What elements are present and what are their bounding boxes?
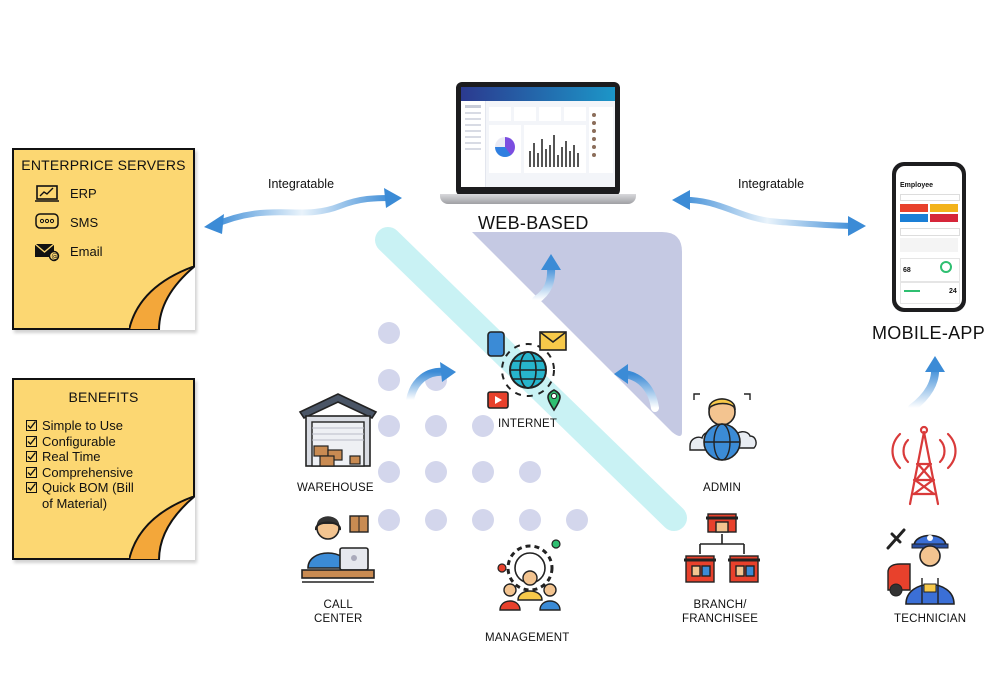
- note-fold-corner: [129, 496, 195, 560]
- management-icon: [497, 539, 561, 611]
- benefit-item: Simple to Use: [26, 418, 134, 434]
- technician-label: TECHNICIAN: [894, 613, 967, 625]
- note-fold-corner: [129, 266, 195, 330]
- tower-to-mobile-arrow: [908, 364, 940, 412]
- branch-franchisee-icon: [684, 513, 760, 583]
- server-item-label: SMS: [70, 214, 99, 230]
- checkbox-checked-icon: [26, 435, 37, 447]
- phone-value-b: 24: [949, 288, 957, 295]
- server-item-sms: SMS: [34, 211, 98, 233]
- benefit-label: Quick BOM (Bill: [42, 480, 134, 495]
- right-integration-arrow: [672, 190, 866, 236]
- benefit-label: of Material): [42, 495, 108, 511]
- email-icon: @: [34, 243, 60, 262]
- erp-icon: [35, 185, 59, 202]
- benefit-label: Comprehensive: [42, 464, 134, 480]
- enterprise-servers-title: ENTERPRICE SERVERS: [21, 157, 186, 173]
- checkbox-checked-icon: [26, 466, 37, 478]
- branch-franchisee-label: BRANCH/ FRANCHISEE: [682, 598, 758, 626]
- mobile-app-label: MOBILE-APP: [872, 323, 986, 343]
- server-item-erp: ERP: [34, 182, 97, 204]
- mobile-app-phone: Employee 68 24: [892, 162, 966, 312]
- call-center-icon: [301, 515, 375, 583]
- phone-screen: Employee 68 24: [896, 166, 962, 308]
- internet-globe-icon: [487, 331, 567, 412]
- server-item-label: Email: [70, 243, 103, 259]
- call-center-label-line2: CENTER: [314, 613, 363, 625]
- integratable-left-label: Integratable: [268, 177, 335, 191]
- branch-label-line1: BRANCH/: [693, 599, 747, 611]
- server-item-email: @ Email: [34, 240, 103, 262]
- dashboard-screen: [461, 87, 615, 187]
- checkbox-checked-icon: [26, 420, 37, 431]
- svg-text:@: @: [51, 253, 58, 261]
- benefits-note: BENEFITS Simple to Use Configurable Real…: [12, 378, 195, 560]
- benefit-item-continuation: of Material): [26, 496, 134, 512]
- background-triangle: [472, 232, 682, 436]
- benefit-item: Quick BOM (Bill: [26, 480, 134, 496]
- warehouse-icon: [298, 393, 378, 467]
- call-center-label: CALL CENTER: [314, 598, 362, 626]
- phone-screen-title: Employee: [900, 182, 934, 189]
- benefit-label: Configurable: [42, 433, 116, 449]
- benefit-item: Comprehensive: [26, 465, 134, 481]
- internet-label: INTERNET: [498, 418, 558, 430]
- benefit-item: Real Time: [26, 449, 134, 465]
- sms-bubble-icon: [35, 213, 59, 229]
- call-center-label-line1: CALL: [323, 599, 354, 611]
- admin-icon: [689, 393, 757, 461]
- checkbox-checked-icon: [26, 451, 37, 462]
- radio-tower-icon: [891, 425, 957, 506]
- enterprise-servers-note: ENTERPRICE SERVERS ERP SMS @ Email: [12, 148, 195, 330]
- left-integration-arrow: [204, 188, 402, 234]
- integratable-right-label: Integratable: [738, 177, 805, 191]
- server-item-label: ERP: [70, 185, 97, 201]
- phone-value-a: 68: [903, 267, 911, 274]
- admin-label: ADMIN: [703, 482, 742, 494]
- warehouse-label: WAREHOUSE: [297, 482, 374, 494]
- benefits-title: BENEFITS: [68, 389, 139, 405]
- dot-grid: [378, 322, 588, 531]
- technician-icon: [886, 528, 955, 605]
- benefit-label: Simple to Use: [42, 418, 123, 433]
- benefit-item: Configurable: [26, 434, 134, 450]
- branch-label-line2: FRANCHISEE: [682, 613, 759, 625]
- benefits-list: Simple to Use Configurable Real Time Com…: [26, 418, 134, 511]
- benefit-label: Real Time: [42, 449, 101, 464]
- web-dashboard-laptop: [440, 80, 636, 210]
- management-label: MANAGEMENT: [485, 632, 570, 644]
- web-based-label: WEB-BASED: [478, 213, 589, 233]
- checkbox-checked-icon: [26, 482, 37, 493]
